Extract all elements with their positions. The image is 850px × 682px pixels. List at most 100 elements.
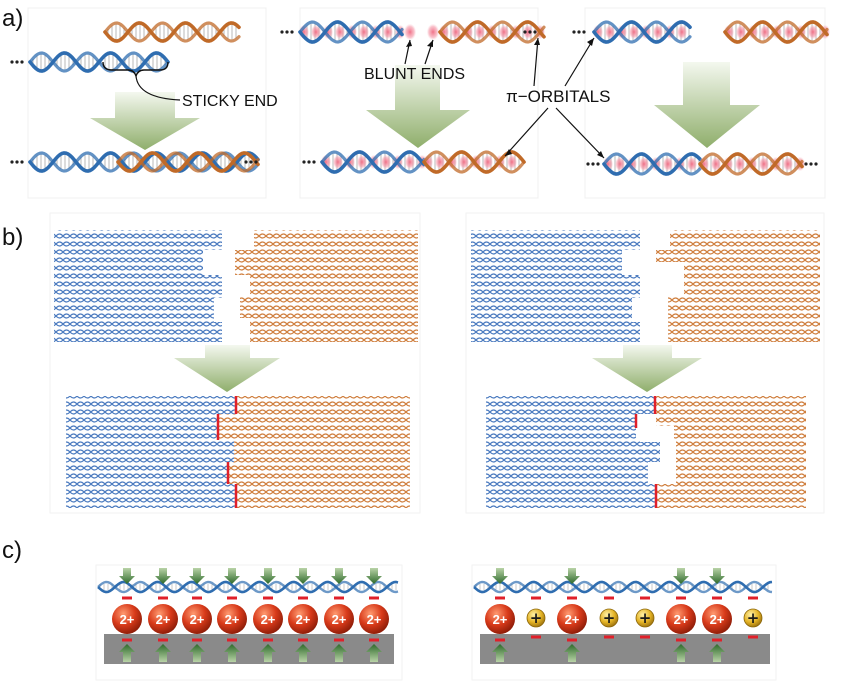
ellipsis-dot (312, 160, 316, 164)
force-arrow-icon (155, 568, 171, 584)
force-arrow-icon (331, 568, 347, 584)
negative-charge-mark (263, 638, 273, 642)
ellipsis-dot (533, 30, 537, 34)
ion-charge-label: 2+ (493, 612, 508, 627)
force-arrow-icon (260, 644, 276, 662)
pi-orbital (784, 25, 794, 39)
negative-charge-mark (369, 596, 379, 600)
force-arrow-icon (366, 644, 382, 662)
negative-charge-mark (640, 635, 650, 639)
lattice-block-blue (471, 230, 640, 342)
force-arrow-icon (564, 568, 580, 584)
pi-orbital (735, 157, 745, 171)
ion-charge-label: 2+ (710, 612, 725, 627)
panel-label-b: b) (2, 224, 23, 251)
cation-sphere-icon (253, 604, 283, 634)
negative-charge-mark (495, 596, 505, 600)
pi-orbital (629, 25, 639, 39)
seam-red-line (634, 396, 658, 508)
negative-charge-mark (263, 596, 273, 600)
ellipsis-dot (523, 30, 527, 34)
lattice-block-orange (218, 396, 410, 508)
gap-void (648, 462, 656, 484)
ellipsis-dot (290, 30, 294, 34)
pi-orbital (711, 157, 721, 171)
panel-label-c: c) (2, 537, 22, 564)
sticky-end-leader (135, 75, 181, 101)
force-arrow-icon (673, 568, 689, 584)
panel-label-a: a) (2, 5, 23, 32)
pi-orbitals-pointer (504, 107, 549, 157)
negative-charge-mark (334, 596, 344, 600)
force-arrow-icon (366, 568, 382, 584)
force-arrow-icon (224, 644, 240, 662)
force-arrow-icon (673, 644, 689, 662)
ellipsis-dot (15, 160, 19, 164)
negative-charge-mark (748, 596, 758, 600)
ion-charge-label: 2+ (332, 612, 347, 627)
down-arrow-icon (174, 345, 280, 392)
negative-charge-mark (640, 596, 650, 600)
dna-helix (698, 152, 805, 176)
negative-charge-mark (334, 638, 344, 642)
ion-charge-label: + (747, 609, 760, 627)
ellipsis-dot (814, 162, 818, 166)
negative-charge-mark (531, 635, 541, 639)
ellipsis-dot (572, 30, 576, 34)
dna-helix (298, 20, 405, 44)
down-arrow-icon (90, 92, 200, 150)
ellipsis-dot (586, 162, 590, 166)
substrate-surface (104, 634, 394, 664)
negative-charge-mark (298, 638, 308, 642)
pi-orbital (483, 155, 493, 169)
pi-orbitals-pointer (555, 107, 605, 159)
pi-orbital (507, 155, 517, 169)
ellipsis-dot (528, 30, 532, 34)
force-arrow-icon (564, 644, 580, 662)
cation-sphere-icon (599, 608, 619, 628)
ellipsis-dot (577, 30, 581, 34)
ellipsis-dot (285, 30, 289, 34)
force-arrow-icon (295, 644, 311, 662)
ellipsis-dot (809, 162, 813, 166)
cation-sphere-icon (702, 604, 732, 634)
pi-orbital (311, 25, 321, 39)
cation-sphere-icon (148, 604, 178, 634)
gap-void (640, 426, 674, 442)
ellipsis-dot (307, 160, 311, 164)
pi-orbital (435, 155, 445, 169)
pi-orbital (605, 25, 615, 39)
force-arrow-icon (224, 568, 240, 584)
down-arrow-icon (366, 65, 470, 148)
down-arrow-icon (654, 62, 760, 148)
cation-sphere-icon (485, 604, 515, 634)
ellipsis-dot (244, 160, 248, 164)
pi-orbital (499, 25, 509, 39)
ellipsis-dot (15, 60, 19, 64)
seam-red-line (216, 396, 238, 508)
ellipsis-dot (804, 162, 808, 166)
ellipsis-dot (591, 162, 595, 166)
force-arrow-icon (331, 644, 347, 662)
pi-orbital (687, 157, 697, 171)
pi-orbital (653, 25, 663, 39)
ion-charge-label: 2+ (261, 612, 276, 627)
force-arrow-icon (492, 644, 508, 662)
ion-charge-label: + (603, 609, 616, 627)
dna-helix (28, 51, 170, 73)
ion-charge-label: 2+ (367, 612, 382, 627)
dna-helix (723, 20, 830, 44)
force-arrow-icon (189, 644, 205, 662)
force-arrow-icon (295, 568, 311, 584)
ellipsis-dot (280, 30, 284, 34)
negative-charge-mark (227, 638, 237, 642)
negative-charge-mark (495, 638, 505, 642)
pi-orbital (383, 25, 393, 39)
pi-orbital (335, 25, 345, 39)
cation-sphere-icon (666, 604, 696, 634)
ellipsis-dot (10, 160, 14, 164)
force-arrow-icon (119, 644, 135, 662)
force-arrow-icon (189, 568, 205, 584)
cation-sphere-icon (557, 604, 587, 634)
